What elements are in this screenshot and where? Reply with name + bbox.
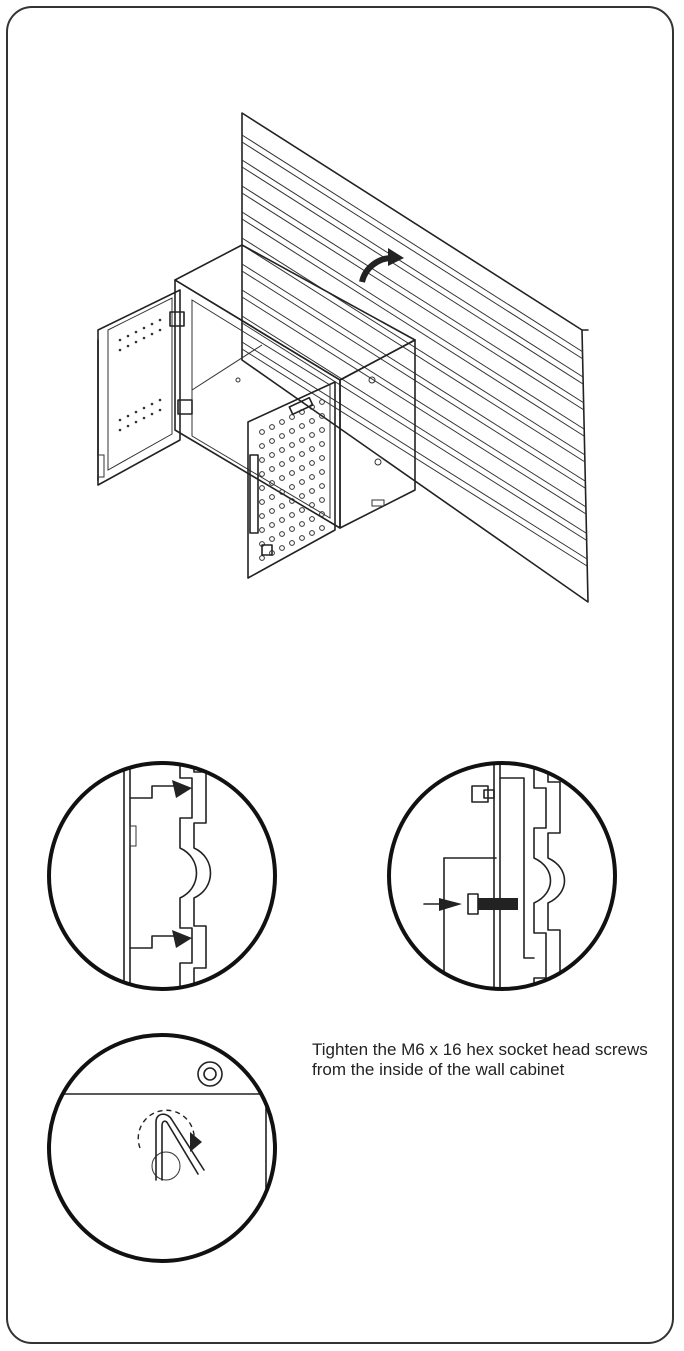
rotation-arrow: [359, 248, 404, 283]
right-door: [247, 381, 336, 579]
hook-detail-illustration: [47, 761, 277, 991]
cabinet-body: [174, 244, 416, 529]
hex-key-detail-illustration: [47, 1033, 277, 1263]
main-assembly-illustration: [97, 112, 589, 603]
instruction-text: Tighten the M6 x 16 hex socket head scre…: [312, 1040, 648, 1079]
perforation-grid: [259, 399, 325, 561]
left-door: [97, 289, 193, 486]
screw-detail-illustration: [387, 761, 617, 991]
